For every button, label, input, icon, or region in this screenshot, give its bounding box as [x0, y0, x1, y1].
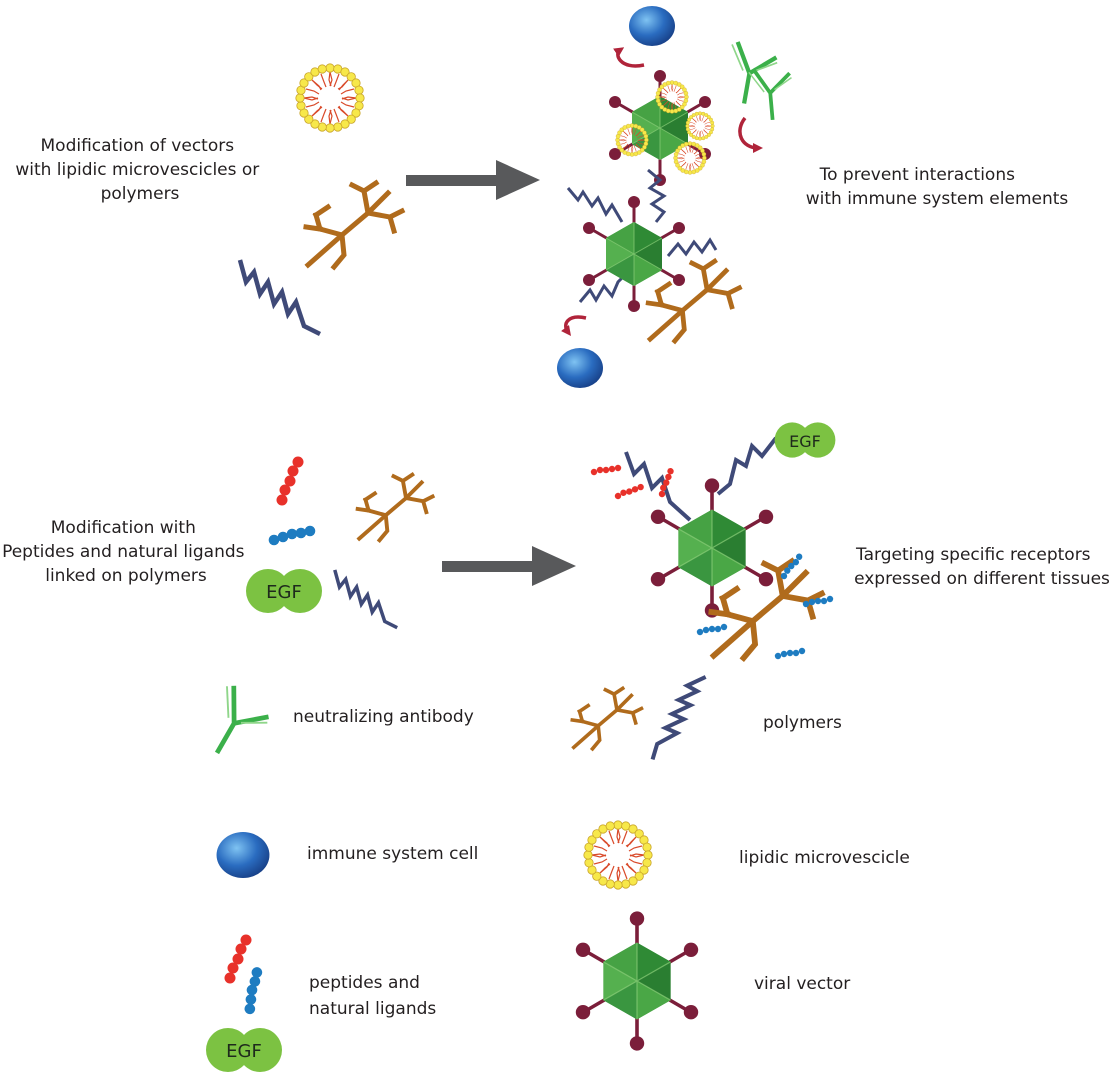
- red-peptide-chain: [276, 456, 304, 506]
- legend-immune-cell-label: immune system cell: [307, 844, 478, 864]
- legend-viral-vector-label: viral vector: [754, 974, 850, 994]
- legend-zigzag-polymer-icon: [640, 677, 718, 759]
- legend-antibody-icon: [196, 683, 275, 767]
- middle-zigzag-polymer: [333, 568, 399, 630]
- legend-lipid-icon: [583, 820, 653, 890]
- legend-peptides-label: peptides and natural ligands: [309, 973, 436, 1019]
- legend-antibody-label: neutralizing antibody: [293, 707, 474, 727]
- egf-label: EGF: [266, 582, 302, 603]
- deflect-arrow-bottom: [561, 315, 587, 337]
- deflect-arrow-top: [613, 47, 645, 68]
- immune-cell-top: [629, 6, 675, 46]
- egf-ligand: EGF: [246, 569, 322, 613]
- blue-ligand-chain: [268, 525, 316, 546]
- egf-ligand-target: EGF: [774, 422, 836, 458]
- middle-arrow: [442, 546, 576, 586]
- targeting-polymers: [624, 436, 778, 522]
- top-lipid-microvesicle: [295, 63, 365, 133]
- top-arrow: [406, 160, 540, 200]
- middle-branched-polymer: [355, 472, 435, 543]
- egf-target-label: EGF: [789, 432, 821, 451]
- immune-cell-bottom: [557, 348, 603, 388]
- top-zigzag-polymer: [240, 260, 320, 334]
- legend-immune-cell-icon: [216, 832, 270, 878]
- top-branched-polymer: [306, 183, 402, 267]
- legend-polymers-label: polymers: [763, 713, 842, 733]
- polymer-strands-top: [566, 168, 718, 303]
- middle-right-text: Targeting specific receptors expressed o…: [854, 545, 1110, 589]
- deflect-arrow-right: [738, 116, 763, 153]
- antibodies-top: [722, 41, 797, 124]
- middle-left-text: Modification with Peptides and natural l…: [2, 518, 250, 586]
- top-right-text: To prevent interactions with immune syst…: [806, 165, 1069, 209]
- attached-branched-polymer: [648, 261, 739, 341]
- legend-lipid-label: lipidic microvescicle: [739, 848, 910, 868]
- legend-peptides-icon: EGF: [206, 934, 282, 1072]
- legend-branched-polymer-icon: [570, 686, 644, 751]
- legend-viral-vector-icon: [573, 909, 701, 1053]
- top-left-text: Modification of vectors with lipidic mic…: [15, 136, 264, 204]
- legend-egf-label: EGF: [226, 1041, 262, 1062]
